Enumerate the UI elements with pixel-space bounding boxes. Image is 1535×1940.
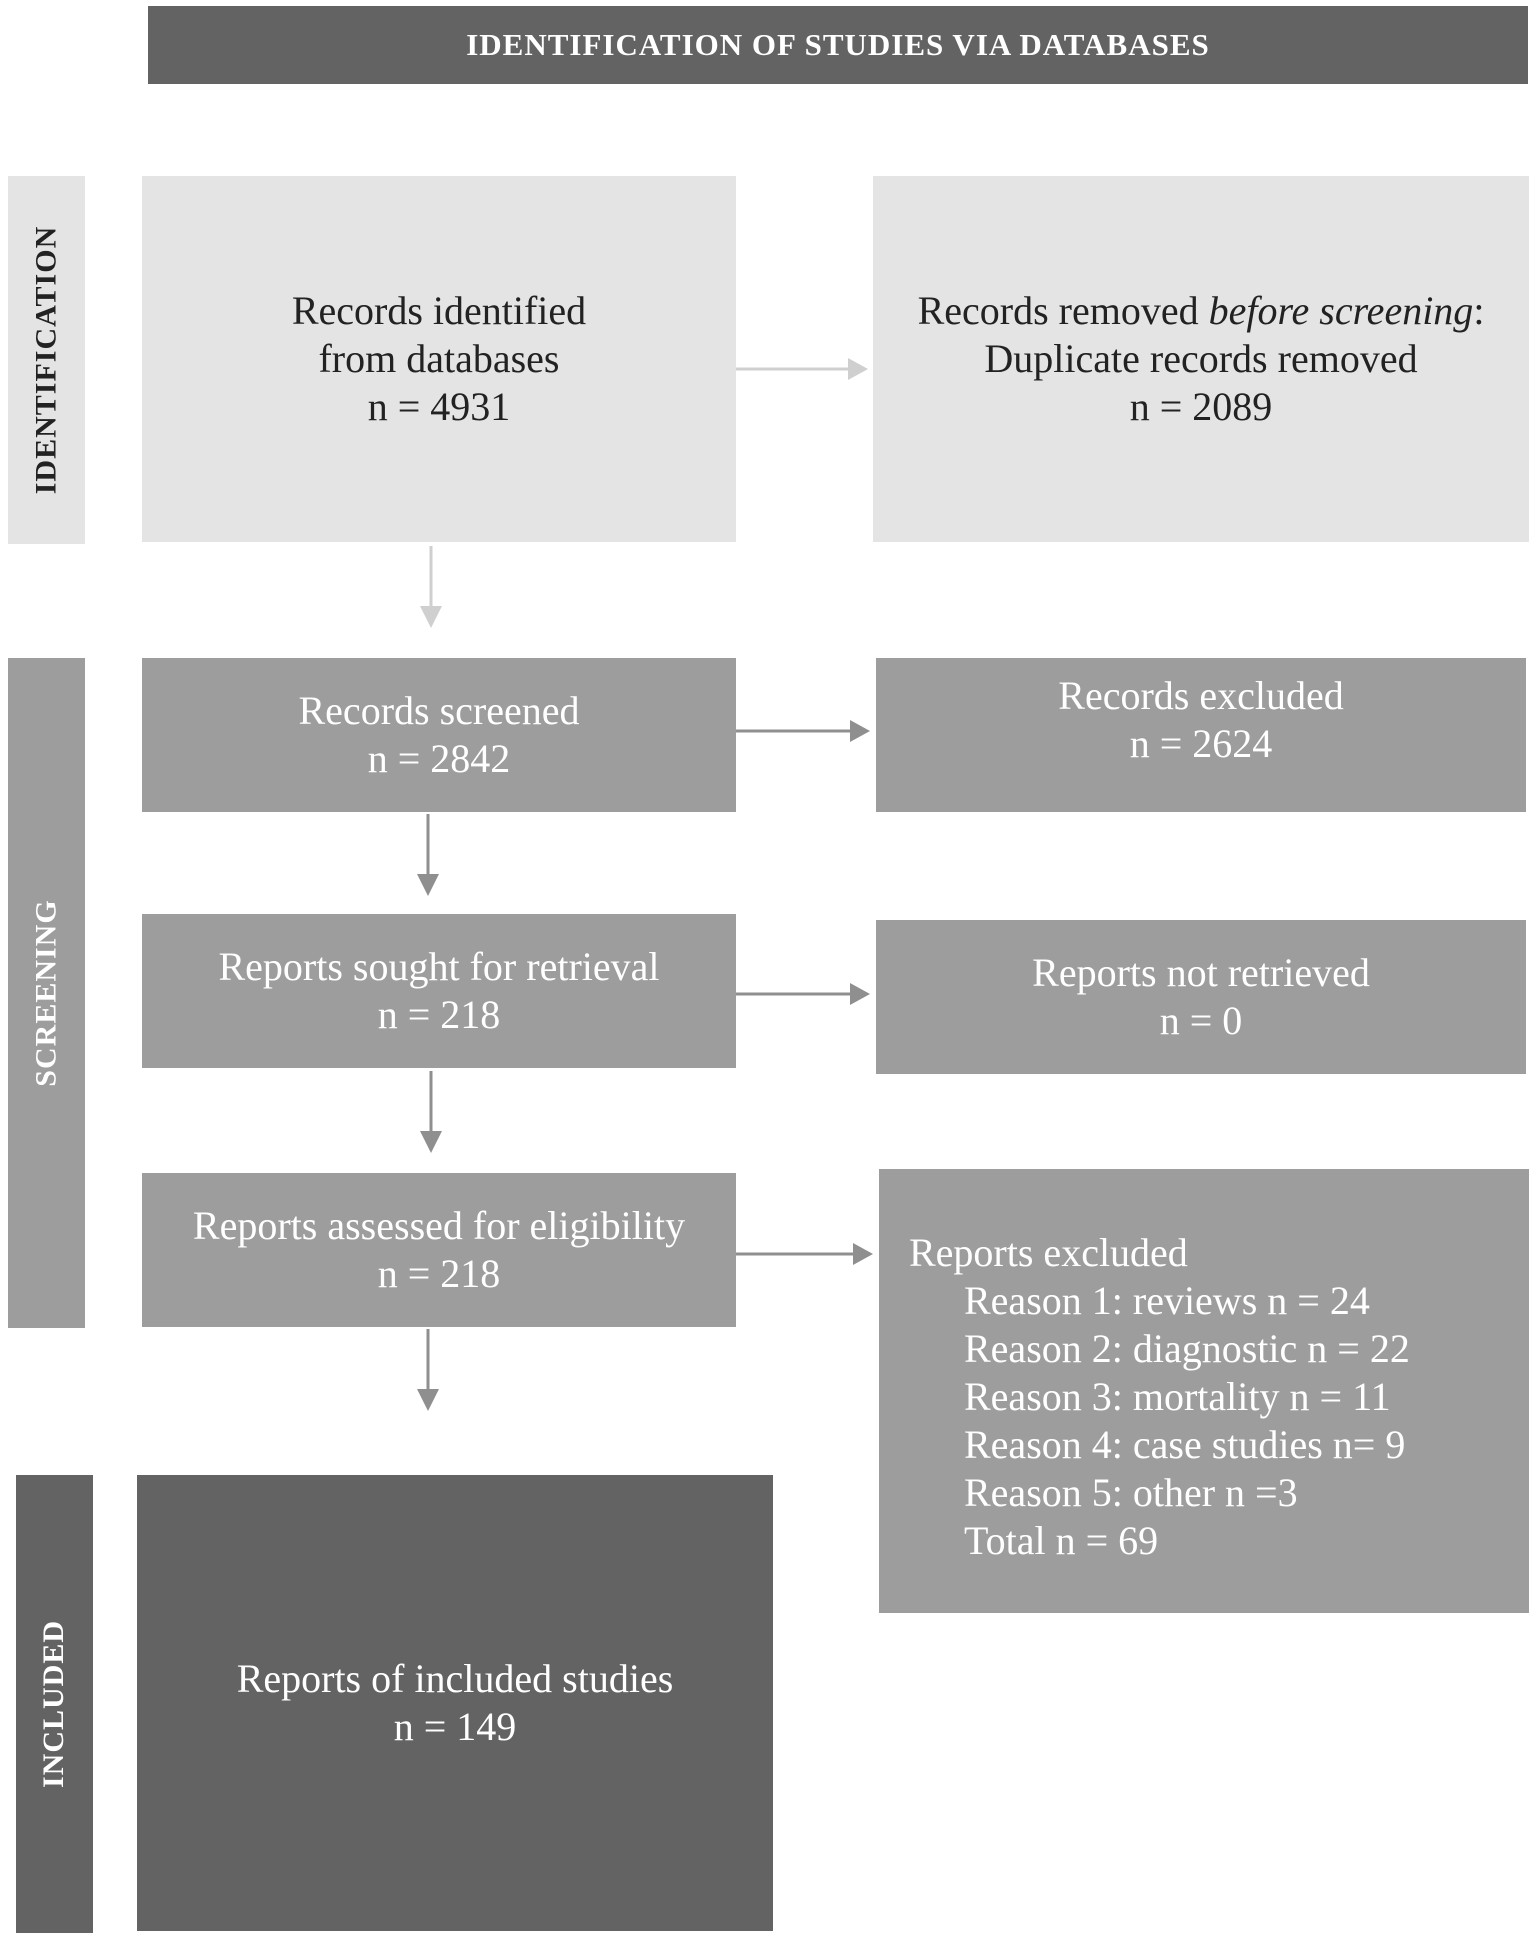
reports-excluded-box: Reports excluded Reason 1: reviews n = 2… <box>879 1169 1529 1613</box>
records-screened-count: n = 2842 <box>367 736 511 781</box>
reports-not-retrieved-box: Reports not retrieved n = 0 <box>876 920 1526 1074</box>
records-identified-count: n = 4931 <box>367 384 511 429</box>
records-identified-line1: Records identified <box>291 288 587 333</box>
records-excluded-box: Records excluded n = 2624 <box>876 658 1526 812</box>
reason-item: Reason 2: diagnostic n = 22 <box>964 1326 1410 1371</box>
stage-screening: SCREENING <box>8 658 85 1328</box>
records-removed-emphasis: before screening <box>1208 288 1474 333</box>
included-studies-label: Reports of included studies <box>236 1656 674 1701</box>
records-screened-label: Records screened <box>298 688 580 733</box>
stage-identification: IDENTIFICATION <box>8 176 85 544</box>
reports-sought-label: Reports sought for retrieval <box>218 944 660 989</box>
reason-item: Reason 3: mortality n = 11 <box>964 1374 1391 1419</box>
records-screened-box: Records screened n = 2842 <box>142 658 736 812</box>
arrow-down <box>417 1329 439 1411</box>
stage-included: INCLUDED <box>16 1475 93 1933</box>
records-identified-box: Records identified from databases n = 49… <box>142 176 736 542</box>
reports-assessed-label: Reports assessed for eligibility <box>192 1203 686 1248</box>
records-removed-suffix: : <box>1473 288 1485 333</box>
records-removed-box: Records removed before screening: Duplic… <box>873 176 1529 542</box>
included-studies-box: Reports of included studies n = 149 <box>137 1475 773 1931</box>
arrow-right <box>736 1243 873 1265</box>
records-excluded-count: n = 2624 <box>1129 721 1273 766</box>
records-removed-line2: Duplicate records removed <box>984 336 1418 381</box>
arrow-down <box>420 1071 442 1153</box>
arrow-down <box>420 546 442 628</box>
records-removed-line1: Records removed before screening: <box>918 287 1485 335</box>
reports-assessed-count: n = 218 <box>377 1251 501 1296</box>
header-title: IDENTIFICATION OF STUDIES VIA DATABASES <box>466 27 1210 62</box>
reason-item: Reason 5: other n =3 <box>964 1470 1298 1515</box>
reports-excluded-title: Reports excluded <box>909 1230 1188 1275</box>
reports-sought-count: n = 218 <box>377 992 501 1037</box>
reason-item: Reason 4: case studies n= 9 <box>964 1422 1406 1467</box>
arrow-down <box>417 814 439 896</box>
records-excluded-label: Records excluded <box>1058 673 1344 718</box>
header-banner: IDENTIFICATION OF STUDIES VIA DATABASES <box>148 6 1528 84</box>
reports-not-retrieved-count: n = 0 <box>1159 998 1243 1043</box>
reports-assessed-box: Reports assessed for eligibility n = 218 <box>142 1173 736 1327</box>
included-studies-count: n = 149 <box>393 1704 517 1749</box>
reports-not-retrieved-label: Reports not retrieved <box>1032 950 1370 995</box>
reason-total: Total n = 69 <box>964 1518 1159 1563</box>
arrow-right <box>736 983 870 1005</box>
records-removed-count: n = 2089 <box>1129 384 1273 429</box>
arrow-right <box>736 720 870 742</box>
records-removed-prefix: Records removed <box>917 288 1209 333</box>
reason-item: Reason 1: reviews n = 24 <box>964 1278 1370 1323</box>
reports-sought-box: Reports sought for retrieval n = 218 <box>142 914 736 1068</box>
records-identified-line2: from databases <box>318 336 560 381</box>
arrow-right <box>736 358 868 380</box>
